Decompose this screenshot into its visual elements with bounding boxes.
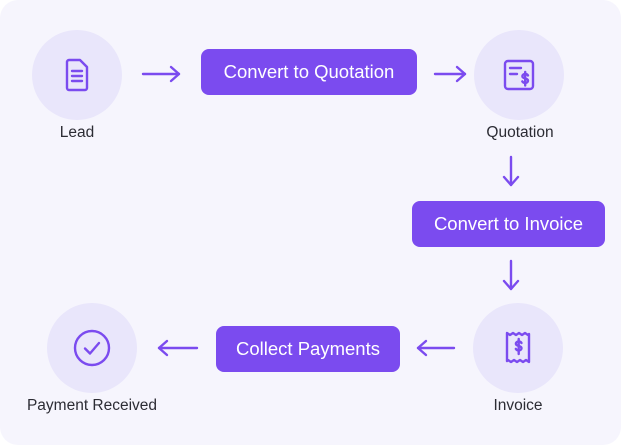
invoice-label: Invoice (493, 397, 543, 414)
convert-to-invoice-button[interactable]: Convert to Invoice (412, 201, 605, 247)
arrow-down-icon (502, 259, 520, 291)
quotation-node (474, 30, 564, 120)
convert-to-quotation-button[interactable]: Convert to Quotation (201, 49, 417, 95)
arrow-right-icon (433, 65, 467, 83)
payment-received-node (47, 303, 137, 393)
receipt-dollar-icon (498, 328, 538, 368)
document-icon (57, 55, 97, 95)
arrow-left-icon (416, 339, 456, 357)
lead-node (32, 30, 122, 120)
collect-payments-button[interactable]: Collect Payments (216, 326, 400, 372)
check-circle-icon (71, 327, 113, 369)
arrow-right-icon (141, 65, 181, 83)
payment-received-label: Payment Received (26, 397, 158, 414)
quotation-label: Quotation (486, 124, 554, 141)
arrow-down-icon (502, 155, 520, 187)
arrow-left-icon (157, 339, 199, 357)
lead-label: Lead (59, 124, 95, 141)
invoice-node (473, 303, 563, 393)
quotation-dollar-icon (499, 55, 539, 95)
